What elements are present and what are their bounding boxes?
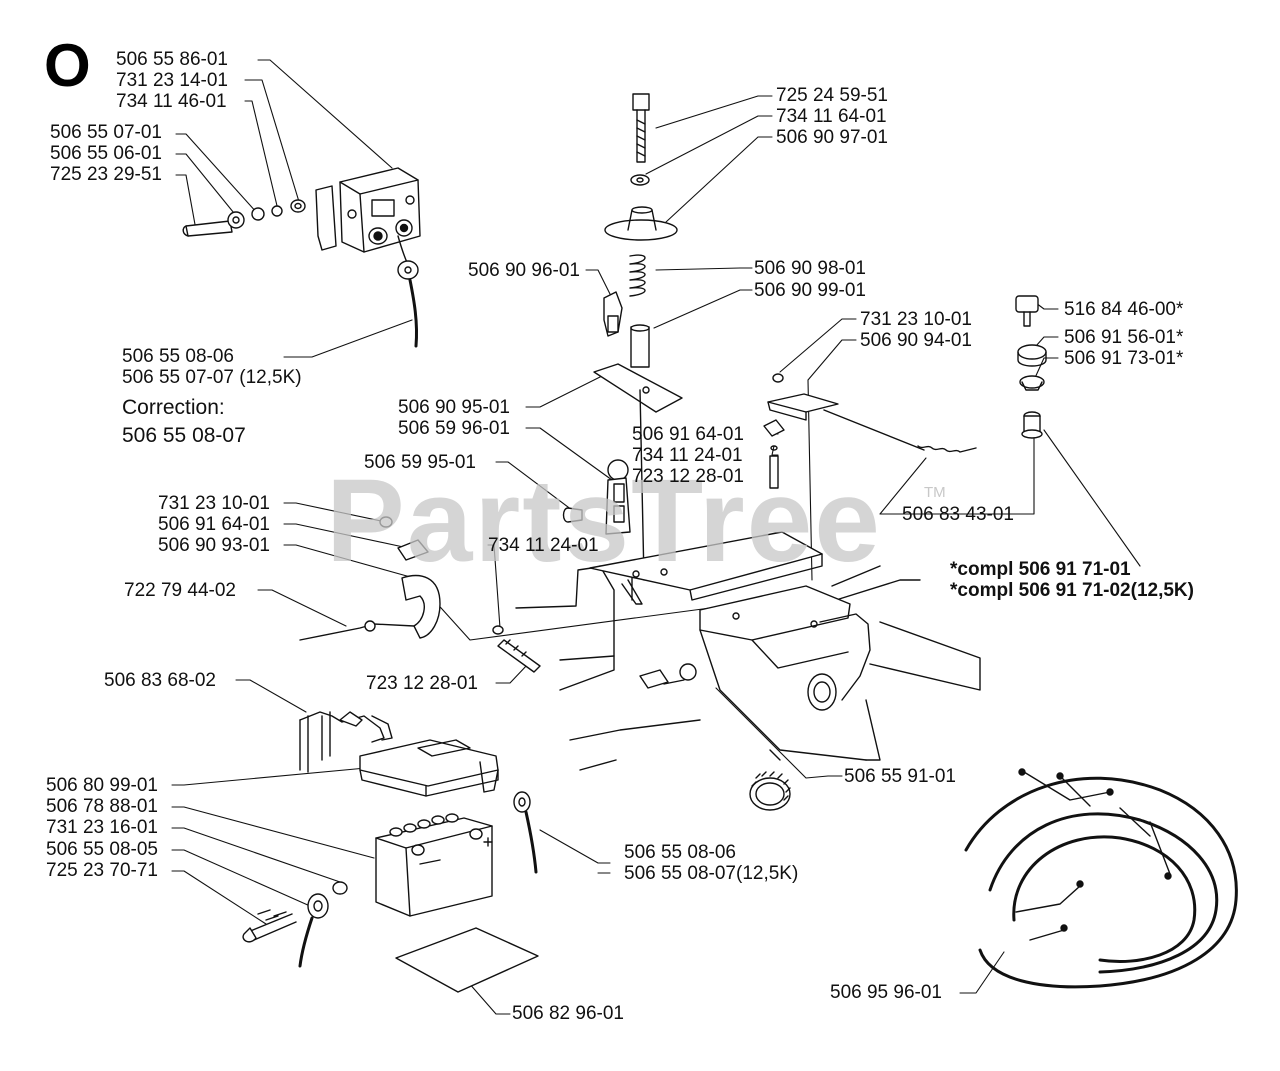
part-label: 506 55 91-01 xyxy=(844,766,956,787)
correction-part: 506 55 08-07 xyxy=(122,424,246,447)
part-label: 506 59 96-01 xyxy=(398,418,510,439)
part-label: 506 90 97-01 xyxy=(776,127,888,148)
part-label: 731 23 10-01 xyxy=(158,493,270,514)
leader-lines xyxy=(171,59,1141,1015)
part-label: 506 90 95-01 xyxy=(398,397,510,418)
part-label: 516 84 46-00* xyxy=(1064,299,1184,320)
part-label: 723 12 28-01 xyxy=(366,673,478,694)
throttle-switch-parts xyxy=(299,516,541,673)
section-letter: O xyxy=(44,32,91,99)
part-label: 506 55 08-06 xyxy=(624,842,736,863)
part-label: 506 55 07-01 xyxy=(50,122,162,143)
wiring-harness xyxy=(964,776,1238,989)
part-label: 506 82 96-01 xyxy=(512,1003,624,1024)
solenoid-assembly xyxy=(182,167,421,348)
part-label: 506 55 08-05 xyxy=(46,839,158,860)
part-label: 731 23 10-01 xyxy=(860,309,972,330)
wiring-harness-branches xyxy=(1015,768,1172,941)
key-switch xyxy=(1015,295,1047,439)
gear-part xyxy=(749,771,791,811)
part-label: 725 24 59-51 xyxy=(776,85,888,106)
watermark: PartsTree xyxy=(326,455,882,587)
kit-label: *compl 506 91 71-02(12,5K) xyxy=(950,580,1194,601)
part-label: 506 83 43-01 xyxy=(902,504,1014,525)
part-label: 506 83 68-02 xyxy=(104,670,216,691)
part-label: 506 91 64-01 xyxy=(632,424,744,445)
battery-cables xyxy=(242,791,538,968)
watermark-trademark: TM xyxy=(924,484,946,501)
part-label: 506 91 56-01* xyxy=(1064,327,1184,348)
part-label: 506 90 98-01 xyxy=(754,258,866,279)
part-label: 506 55 86-01 xyxy=(116,49,228,70)
part-label: 722 79 44-02 xyxy=(124,580,236,601)
part-label: 506 59 95-01 xyxy=(364,452,476,473)
part-label: 725 23 70-71 xyxy=(46,860,158,881)
part-label: 723 12 28-01 xyxy=(632,466,744,487)
frame-chassis xyxy=(515,531,981,771)
part-label: 506 95 96-01 xyxy=(830,982,942,1003)
part-label: 731 23 14-01 xyxy=(116,70,228,91)
part-label: 734 11 24-01 xyxy=(488,535,599,556)
part-label: 506 80 99-01 xyxy=(46,775,158,796)
part-label: 734 11 64-01 xyxy=(776,106,887,127)
part-label: 506 90 99-01 xyxy=(754,280,866,301)
part-label: 506 91 73-01* xyxy=(1064,348,1184,369)
switch-bracket xyxy=(763,373,977,489)
part-label: 506 90 93-01 xyxy=(158,535,270,556)
part-label: 506 55 06-01 xyxy=(50,143,162,164)
part-label: 506 55 08-07(12,5K) xyxy=(624,863,799,884)
battery-mat xyxy=(395,927,539,993)
bolt-column xyxy=(562,93,683,581)
battery-holder xyxy=(299,711,499,797)
part-label: 506 91 64-01 xyxy=(158,514,270,535)
correction-title: Correction: xyxy=(122,396,225,419)
part-label: 506 78 88-01 xyxy=(46,796,158,817)
part-label: 506 90 96-01 xyxy=(468,260,580,281)
part-label: 506 55 08-06 xyxy=(122,346,234,367)
battery xyxy=(375,813,493,917)
kit-label: *compl 506 91 71-01 xyxy=(950,559,1131,580)
part-label: 734 11 24-01 xyxy=(632,445,743,466)
part-label: 725 23 29-51 xyxy=(50,164,162,185)
part-label: 506 55 07-07 (12,5K) xyxy=(122,367,302,388)
part-label: 731 23 16-01 xyxy=(46,817,158,838)
part-label: 734 11 46-01 xyxy=(116,91,227,112)
part-label: 506 90 94-01 xyxy=(860,330,972,351)
